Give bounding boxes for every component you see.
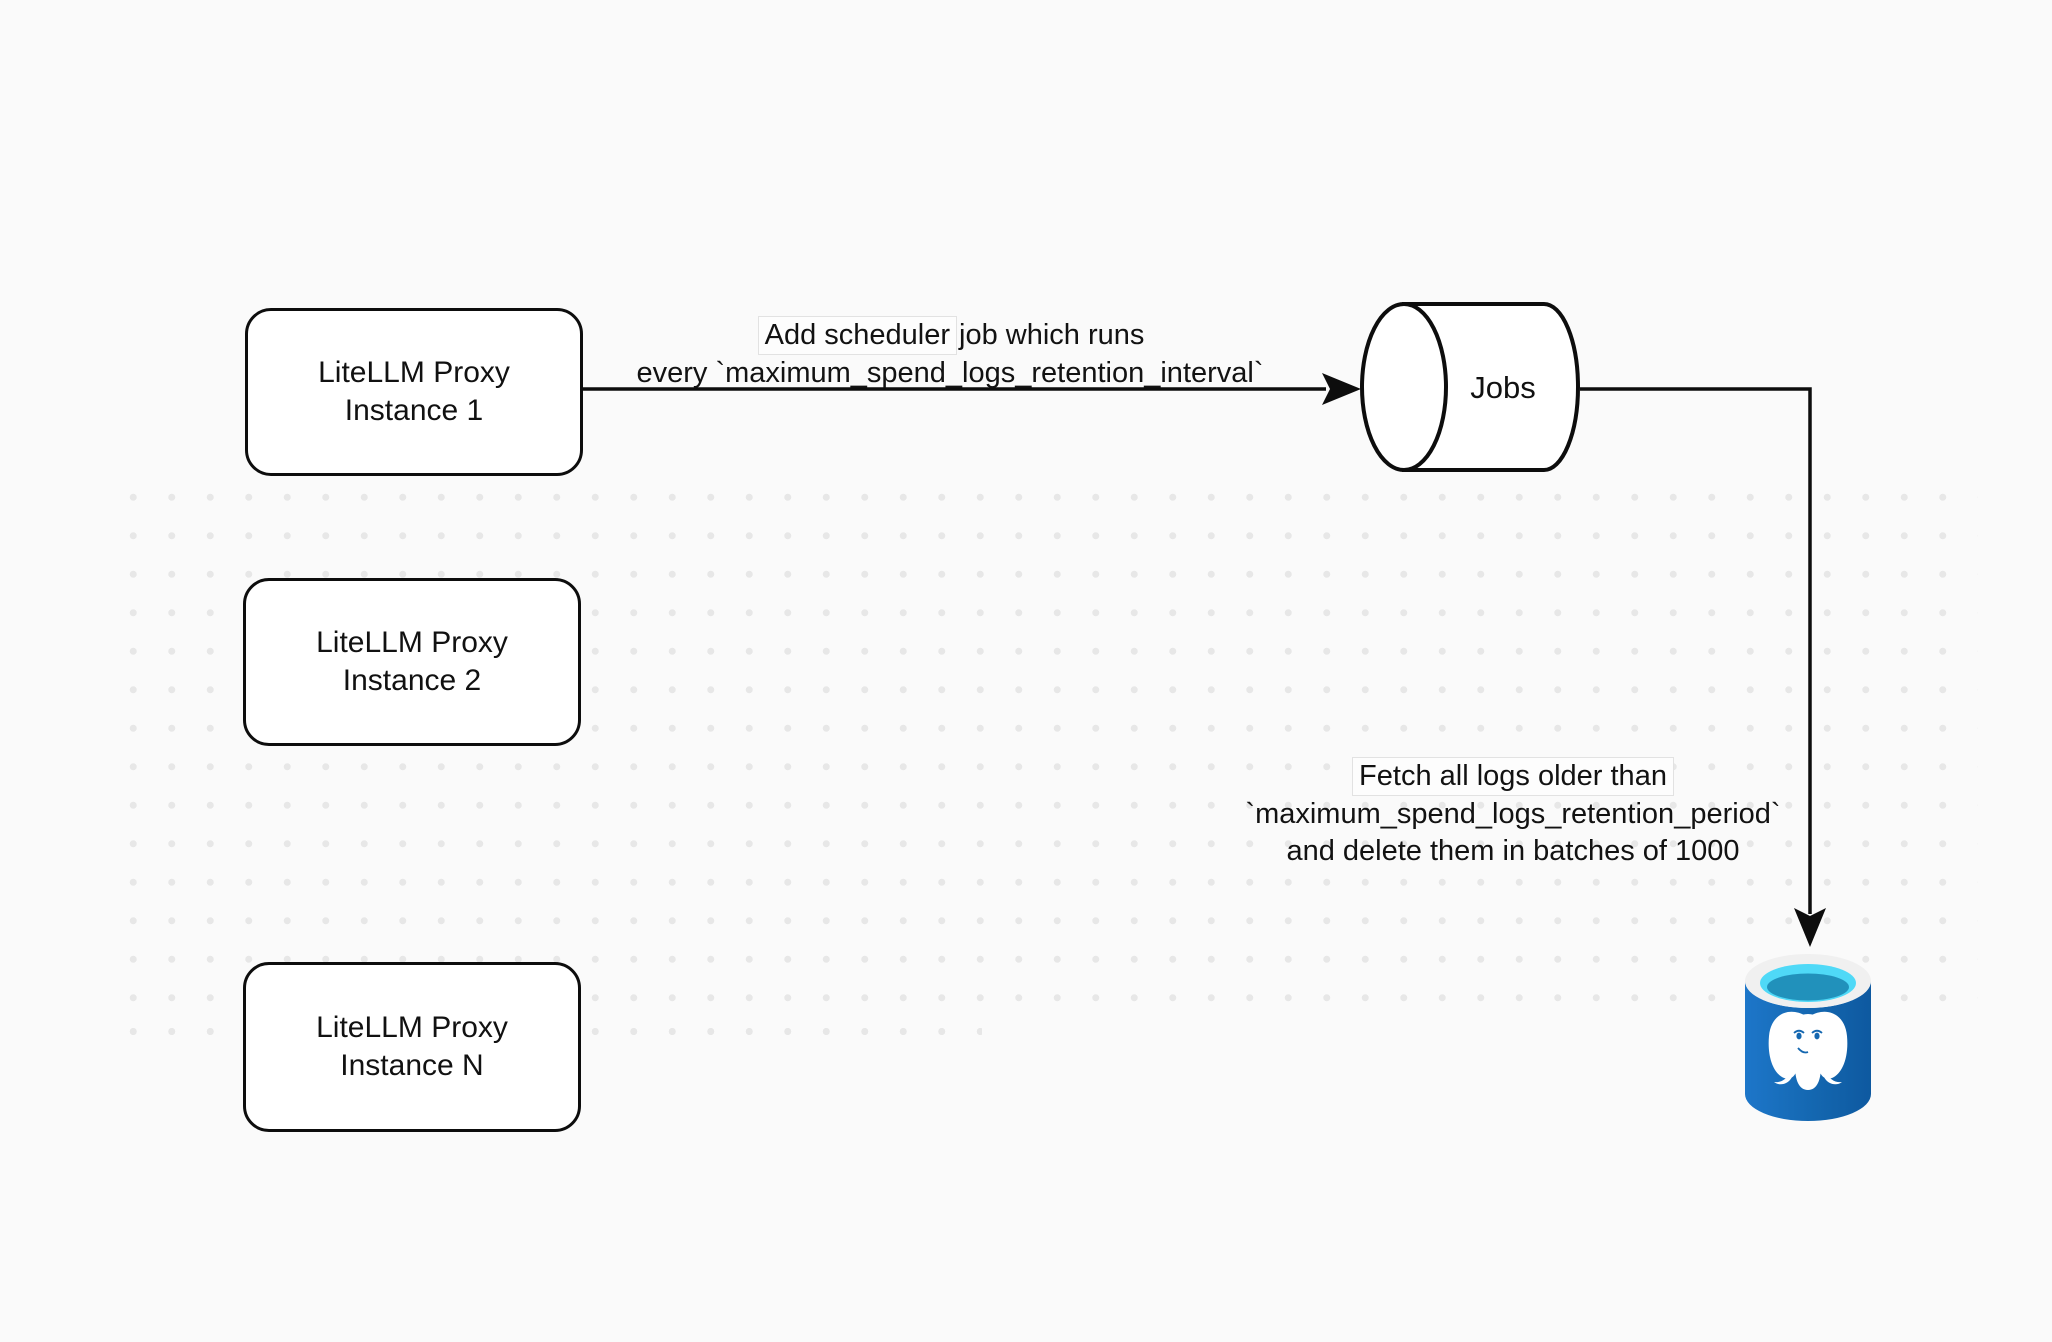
postgresql-database-icon — [1745, 954, 1871, 1121]
edge-label-text: and delete them in batches of 1000 — [1286, 835, 1740, 867]
elephant-eyes — [1796, 1032, 1820, 1040]
node-label: LiteLLM Proxy — [318, 356, 510, 389]
node-litellm-proxy-instance-1: LiteLLM Proxy Instance 1 — [245, 308, 583, 476]
queue-body — [1402, 302, 1580, 472]
edge-label-text: every `maximum_spend_logs_retention_inte… — [636, 357, 1264, 389]
elephant-face-lines — [1793, 1029, 1823, 1054]
edge-label-fetch-delete: Fetch all logs older than `maximum_spend… — [1228, 757, 1798, 870]
arrowhead-right-icon — [1322, 373, 1361, 405]
edge-label-text: `maximum_spend_logs_retention_period` — [1245, 798, 1781, 830]
node-litellm-proxy-instance-n: LiteLLM Proxy Instance N — [243, 962, 581, 1132]
jobs-queue-label: Jobs — [1470, 370, 1536, 405]
node-litellm-proxy-instance-2: LiteLLM Proxy Instance 2 — [243, 578, 581, 746]
node-label: LiteLLM Proxy — [316, 1011, 508, 1044]
edge-label-text: Add scheduler — [757, 316, 958, 355]
node-jobs-queue — [1360, 302, 1580, 472]
edge-label-text: job which runs — [959, 319, 1145, 351]
node-label: LiteLLM Proxy — [316, 626, 508, 659]
edge-label-text: Fetch all logs older than — [1352, 757, 1674, 796]
database-water-deep — [1767, 973, 1849, 1001]
node-label: Instance 1 — [344, 394, 484, 427]
node-label: Instance 2 — [342, 664, 482, 697]
queue-end-ellipse — [1360, 302, 1448, 472]
node-label: Instance N — [340, 1049, 484, 1082]
